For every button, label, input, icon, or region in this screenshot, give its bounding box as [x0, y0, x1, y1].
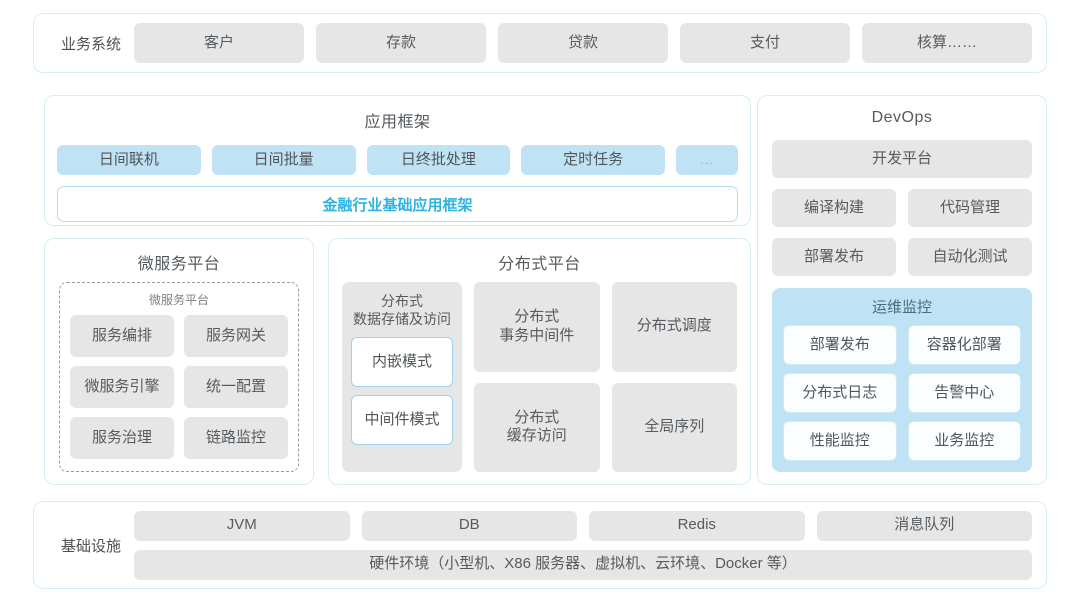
dist-tile-global-sequence[interactable]: 全局序列 — [611, 382, 737, 472]
chip-scheduled-task[interactable]: 定时任务 — [521, 145, 665, 175]
microservice-inner-title: 微服务平台 — [148, 293, 209, 307]
business-system-tiles: 客户 存款 贷款 支付 核算…… — [134, 23, 1032, 63]
ops-tile-distributed-log[interactable]: 分布式日志 — [783, 373, 897, 413]
dist-cache-line2: 缓存访问 — [506, 427, 567, 445]
infrastructure-label: 基础设施 — [60, 537, 121, 555]
microservice-tile-grid: 服务编排 服务网关 微服务引擎 统一配置 服务治理 链路监控 — [70, 315, 288, 459]
business-system-row: 业务系统 客户 存款 贷款 支付 核算…… — [33, 13, 1047, 73]
microservice-platform-panel: 微服务平台 微服务平台 服务编排 服务网关 微服务引擎 统一配置 服务治理 链路… — [44, 238, 314, 485]
application-framework-title: 应用框架 — [364, 114, 431, 131]
dist-data-storage-heading-line2: 数据存储及访问 — [353, 311, 451, 328]
business-tile-deposit[interactable]: 存款 — [316, 23, 486, 63]
ops-monitoring-group: 运维监控 部署发布 容器化部署 分布式日志 告警中心 性能监控 业务监控 — [772, 288, 1032, 472]
devops-body: 开发平台 编译构建 代码管理 部署发布 自动化测试 运维监控 部署发布 容器化部… — [772, 140, 1032, 472]
devops-tile-grid: 编译构建 代码管理 部署发布 自动化测试 — [772, 189, 1032, 276]
business-system-label: 业务系统 — [60, 35, 121, 53]
dist-mode-embedded[interactable]: 内嵌模式 — [351, 337, 453, 388]
ops-tile-alert-center[interactable]: 告警中心 — [907, 373, 1021, 413]
dist-cache-line1: 分布式 — [514, 408, 560, 426]
ms-tile-service-orchestration[interactable]: 服务编排 — [70, 315, 174, 357]
chip-daytime-batch[interactable]: 日间批量 — [211, 145, 356, 175]
business-tile-customer[interactable]: 客户 — [134, 23, 304, 63]
infra-tile-db[interactable]: DB — [361, 510, 577, 541]
distributed-right-grid: 分布式 事务中间件 分布式调度 分布式 缓存访问 全局序列 — [474, 282, 737, 472]
dist-tile-data-storage-access[interactable]: 分布式 数据存储及访问 内嵌模式 中间件模式 — [342, 282, 462, 472]
infrastructure-row: 基础设施 JVM DB Redis 消息队列 硬件环境（小型机、X86 服务器、… — [33, 501, 1047, 589]
application-framework-panel: 应用框架 日间联机 日间批量 日终批处理 定时任务 ... 金融行业基础应用框架 — [44, 95, 751, 226]
ops-tile-container-deploy[interactable]: 容器化部署 — [907, 325, 1021, 365]
infrastructure-stack: JVM DB Redis 消息队列 硬件环境（小型机、X86 服务器、虚拟机、云… — [134, 510, 1032, 580]
infra-tile-redis[interactable]: Redis — [589, 510, 805, 541]
chip-eod-batch[interactable]: 日终批处理 — [366, 145, 511, 175]
microservice-platform-title: 微服务平台 — [137, 256, 221, 273]
devops-tile-automated-testing[interactable]: 自动化测试 — [908, 238, 1032, 276]
distributed-body: 分布式 数据存储及访问 内嵌模式 中间件模式 分布式 事务中间件 分布式调度 分… — [342, 282, 737, 472]
devops-tile-deploy-release[interactable]: 部署发布 — [772, 238, 896, 276]
ms-tile-service-gateway[interactable]: 服务网关 — [184, 315, 288, 357]
dist-mode-middleware[interactable]: 中间件模式 — [351, 395, 453, 446]
devops-panel: DevOps 开发平台 编译构建 代码管理 部署发布 自动化测试 运维监控 部署… — [757, 95, 1047, 485]
ops-tile-deploy-release[interactable]: 部署发布 — [783, 325, 897, 365]
devops-tile-dev-platform[interactable]: 开发平台 — [772, 140, 1032, 178]
devops-tile-code-management[interactable]: 代码管理 — [908, 189, 1032, 227]
ops-monitoring-title: 运维监控 — [871, 299, 932, 316]
finance-base-framework-bar[interactable]: 金融行业基础应用框架 — [57, 186, 738, 222]
ops-monitoring-grid: 部署发布 容器化部署 分布式日志 告警中心 性能监控 业务监控 — [783, 325, 1021, 461]
infra-tile-hardware-environment[interactable]: 硬件环境（小型机、X86 服务器、虚拟机、云环境、Docker 等） — [134, 549, 1032, 580]
microservice-dashed-group: 微服务平台 服务编排 服务网关 微服务引擎 统一配置 服务治理 链路监控 — [59, 282, 299, 472]
ms-tile-link-monitoring[interactable]: 链路监控 — [184, 417, 288, 459]
dist-transaction-line1: 分布式 — [514, 308, 560, 325]
dist-data-storage-heading-line1: 分布式 — [381, 293, 423, 309]
dist-data-storage-heading: 分布式 数据存储及访问 — [351, 292, 453, 328]
ms-tile-microservice-engine[interactable]: 微服务引擎 — [70, 366, 174, 408]
infra-tile-message-queue[interactable]: 消息队列 — [816, 510, 1032, 541]
ms-tile-unified-config[interactable]: 统一配置 — [184, 366, 288, 408]
business-tile-accounting[interactable]: 核算…… — [862, 23, 1032, 63]
infrastructure-tiles: JVM DB Redis 消息队列 — [134, 510, 1032, 541]
business-tile-loan[interactable]: 贷款 — [498, 23, 668, 63]
devops-tile-compile-build[interactable]: 编译构建 — [772, 189, 896, 227]
ms-tile-service-governance[interactable]: 服务治理 — [70, 417, 174, 459]
distributed-platform-panel: 分布式平台 分布式 数据存储及访问 内嵌模式 中间件模式 分布式 事务中间件 分… — [328, 238, 751, 485]
business-tile-payment[interactable]: 支付 — [680, 23, 850, 63]
ops-tile-business-monitor[interactable]: 业务监控 — [907, 421, 1021, 461]
dist-tile-cache-access[interactable]: 分布式 缓存访问 — [474, 382, 600, 472]
chip-more-ellipsis[interactable]: ... — [676, 145, 738, 175]
application-framework-chips: 日间联机 日间批量 日终批处理 定时任务 ... — [57, 145, 738, 175]
chip-daytime-online[interactable]: 日间联机 — [57, 145, 201, 175]
dist-transaction-line2: 事务中间件 — [499, 326, 575, 344]
ops-tile-performance-monitor[interactable]: 性能监控 — [783, 421, 897, 461]
dist-tile-transaction-middleware[interactable]: 分布式 事务中间件 — [474, 282, 600, 372]
distributed-platform-title: 分布式平台 — [498, 256, 581, 273]
devops-title: DevOps — [871, 109, 933, 126]
infra-tile-jvm[interactable]: JVM — [134, 510, 350, 541]
dist-tile-scheduling[interactable]: 分布式调度 — [611, 282, 737, 372]
